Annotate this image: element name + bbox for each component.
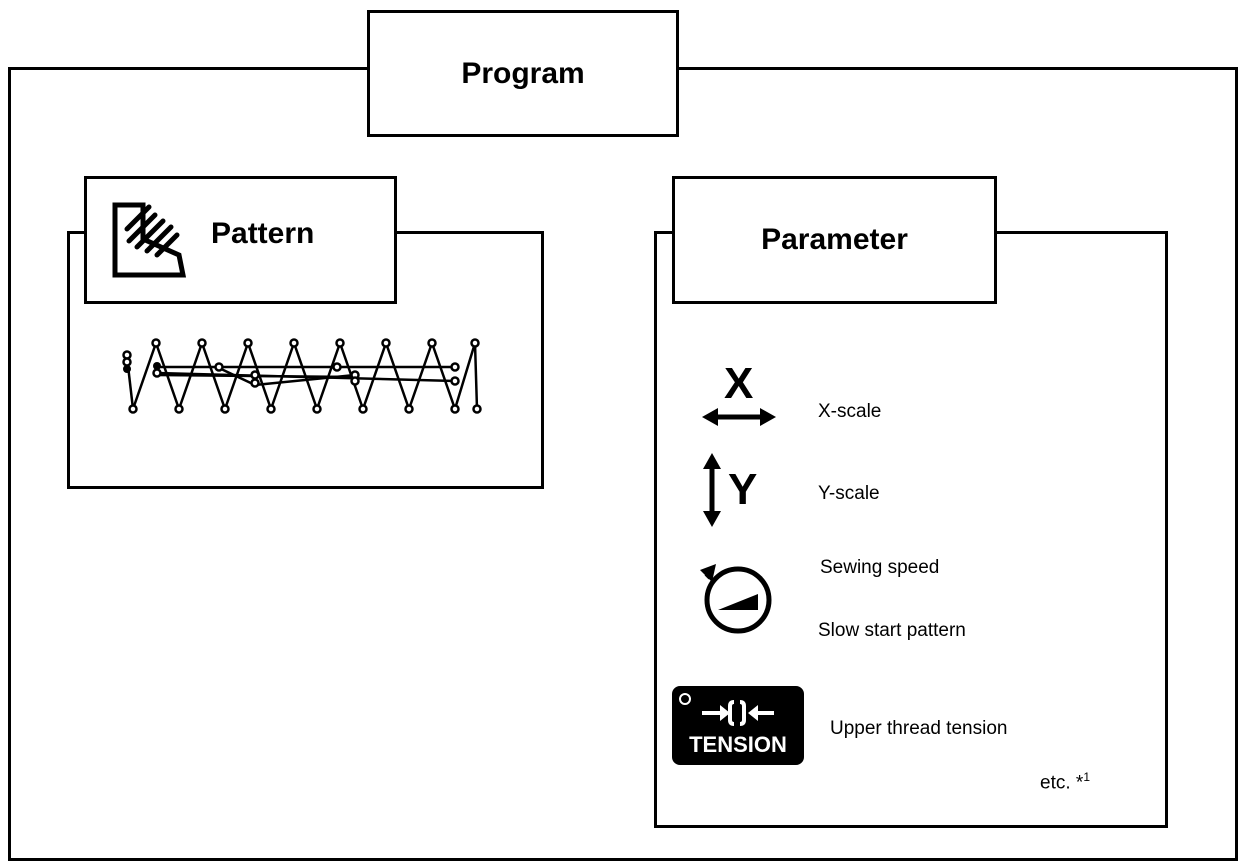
y-scale-icon: Y: [702, 453, 778, 527]
parameter-title: Parameter: [761, 223, 908, 256]
stitch-pattern-illustration: [122, 338, 482, 414]
pattern-title: Pattern: [211, 217, 315, 250]
sewing-speed-label: Sewing speed: [820, 557, 940, 578]
slow-start-label: Slow start pattern: [818, 620, 966, 641]
led-indicator-icon: [679, 693, 691, 705]
upper-thread-tension-label: Upper thread tension: [830, 718, 1008, 739]
pattern-hatch-icon: [112, 202, 187, 278]
etc-footnote: etc. *1: [1040, 770, 1090, 794]
y-scale-label: Y-scale: [818, 483, 880, 504]
x-scale-label: X-scale: [818, 401, 882, 422]
y-letter: Y: [728, 465, 758, 514]
footnote-mark: 1: [1083, 770, 1090, 784]
parameter-tab: Parameter: [672, 176, 997, 304]
program-title: Program: [461, 56, 585, 90]
program-tab: Program: [367, 10, 679, 137]
x-scale-icon: X: [702, 359, 776, 429]
x-letter: X: [724, 359, 754, 408]
tension-key-text: TENSION: [689, 732, 787, 757]
pattern-tab: Pattern: [84, 176, 397, 304]
sewing-speed-icon: [700, 564, 772, 634]
horizontal-double-arrow-icon: [702, 408, 776, 426]
tension-key-icon: TENSION: [672, 686, 804, 765]
vertical-double-arrow-icon: [703, 453, 721, 527]
tension-arrows-icon: [702, 700, 774, 726]
etc-footnote-text: etc. *: [1040, 772, 1084, 794]
